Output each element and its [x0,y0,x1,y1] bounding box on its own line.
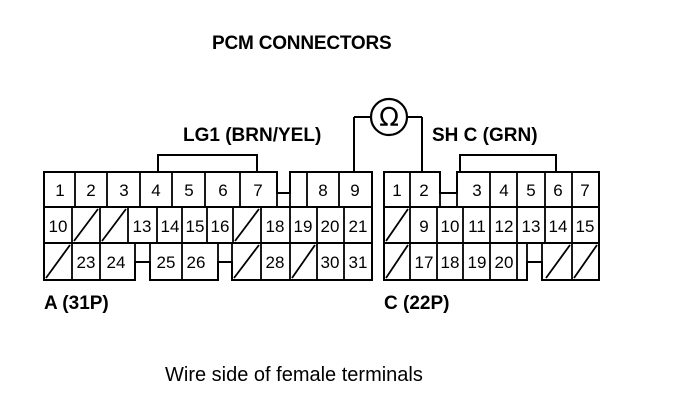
pin-c6: 6 [553,181,562,200]
pin-c7: 7 [580,181,589,200]
pin-a8: 8 [318,181,327,200]
pin-c2: 2 [419,181,428,200]
pin-a10: 10 [49,217,68,236]
pin-a23: 23 [77,253,96,272]
pin-c14: 14 [549,217,568,236]
pin-c12: 12 [495,217,514,236]
pin-a2: 2 [86,181,95,200]
pin-c17: 17 [415,253,434,272]
pin-a31: 31 [349,253,368,272]
pin-c1: 1 [392,181,401,200]
pin-a7: 7 [253,181,262,200]
pin-c11: 11 [468,217,486,236]
pin-a18: 18 [266,217,285,236]
pin-a16: 16 [211,217,230,236]
pin-c20: 20 [495,253,514,272]
pin-c5: 5 [526,181,535,200]
pin-a13: 13 [133,217,152,236]
connector-a: 1 2 3 4 5 6 7 8 9 10 13 14 15 16 18 19 2… [43,171,373,281]
pin-c3: 3 [472,181,481,200]
connector-c: 1 2 3 4 5 6 7 9 10 11 12 13 14 15 17 18 … [383,171,600,281]
pin-a4: 4 [151,181,160,200]
pin-c9: 9 [419,217,428,236]
wire-label-a: LG1 (BRN/YEL) [183,125,322,146]
ohmmeter-icon: Ω [353,97,423,172]
connector-c-label: C (22P) [384,293,450,314]
pin-c18: 18 [441,253,460,272]
caption: Wire side of female terminals [165,364,423,386]
shc-wire-bracket [459,154,557,172]
connector-a-label: A (31P) [44,293,109,314]
pin-a6: 6 [218,181,227,200]
pin-a1: 1 [55,181,64,200]
pin-a21: 21 [349,217,368,236]
pin-a26: 26 [187,253,206,272]
pin-c15: 15 [576,217,595,236]
pin-a9: 9 [350,181,359,200]
wire-label-c: SH C (GRN) [432,125,538,146]
pin-a28: 28 [266,253,285,272]
pin-a14: 14 [161,217,180,236]
pin-a15: 15 [186,217,205,236]
ohm-symbol: Ω [379,103,399,133]
diagram-title: PCM CONNECTORS [212,33,392,54]
pin-c10: 10 [441,217,460,236]
pin-a30: 30 [321,253,340,272]
pin-a19: 19 [294,217,313,236]
pin-a24: 24 [107,253,126,272]
pin-a20: 20 [321,217,340,236]
pin-c13: 13 [522,217,541,236]
pin-a5: 5 [184,181,193,200]
lg1-wire-bracket [157,154,258,172]
pin-a3: 3 [119,181,128,200]
pin-c19: 19 [468,253,487,272]
pin-a25: 25 [157,253,176,272]
pin-c4: 4 [499,181,508,200]
